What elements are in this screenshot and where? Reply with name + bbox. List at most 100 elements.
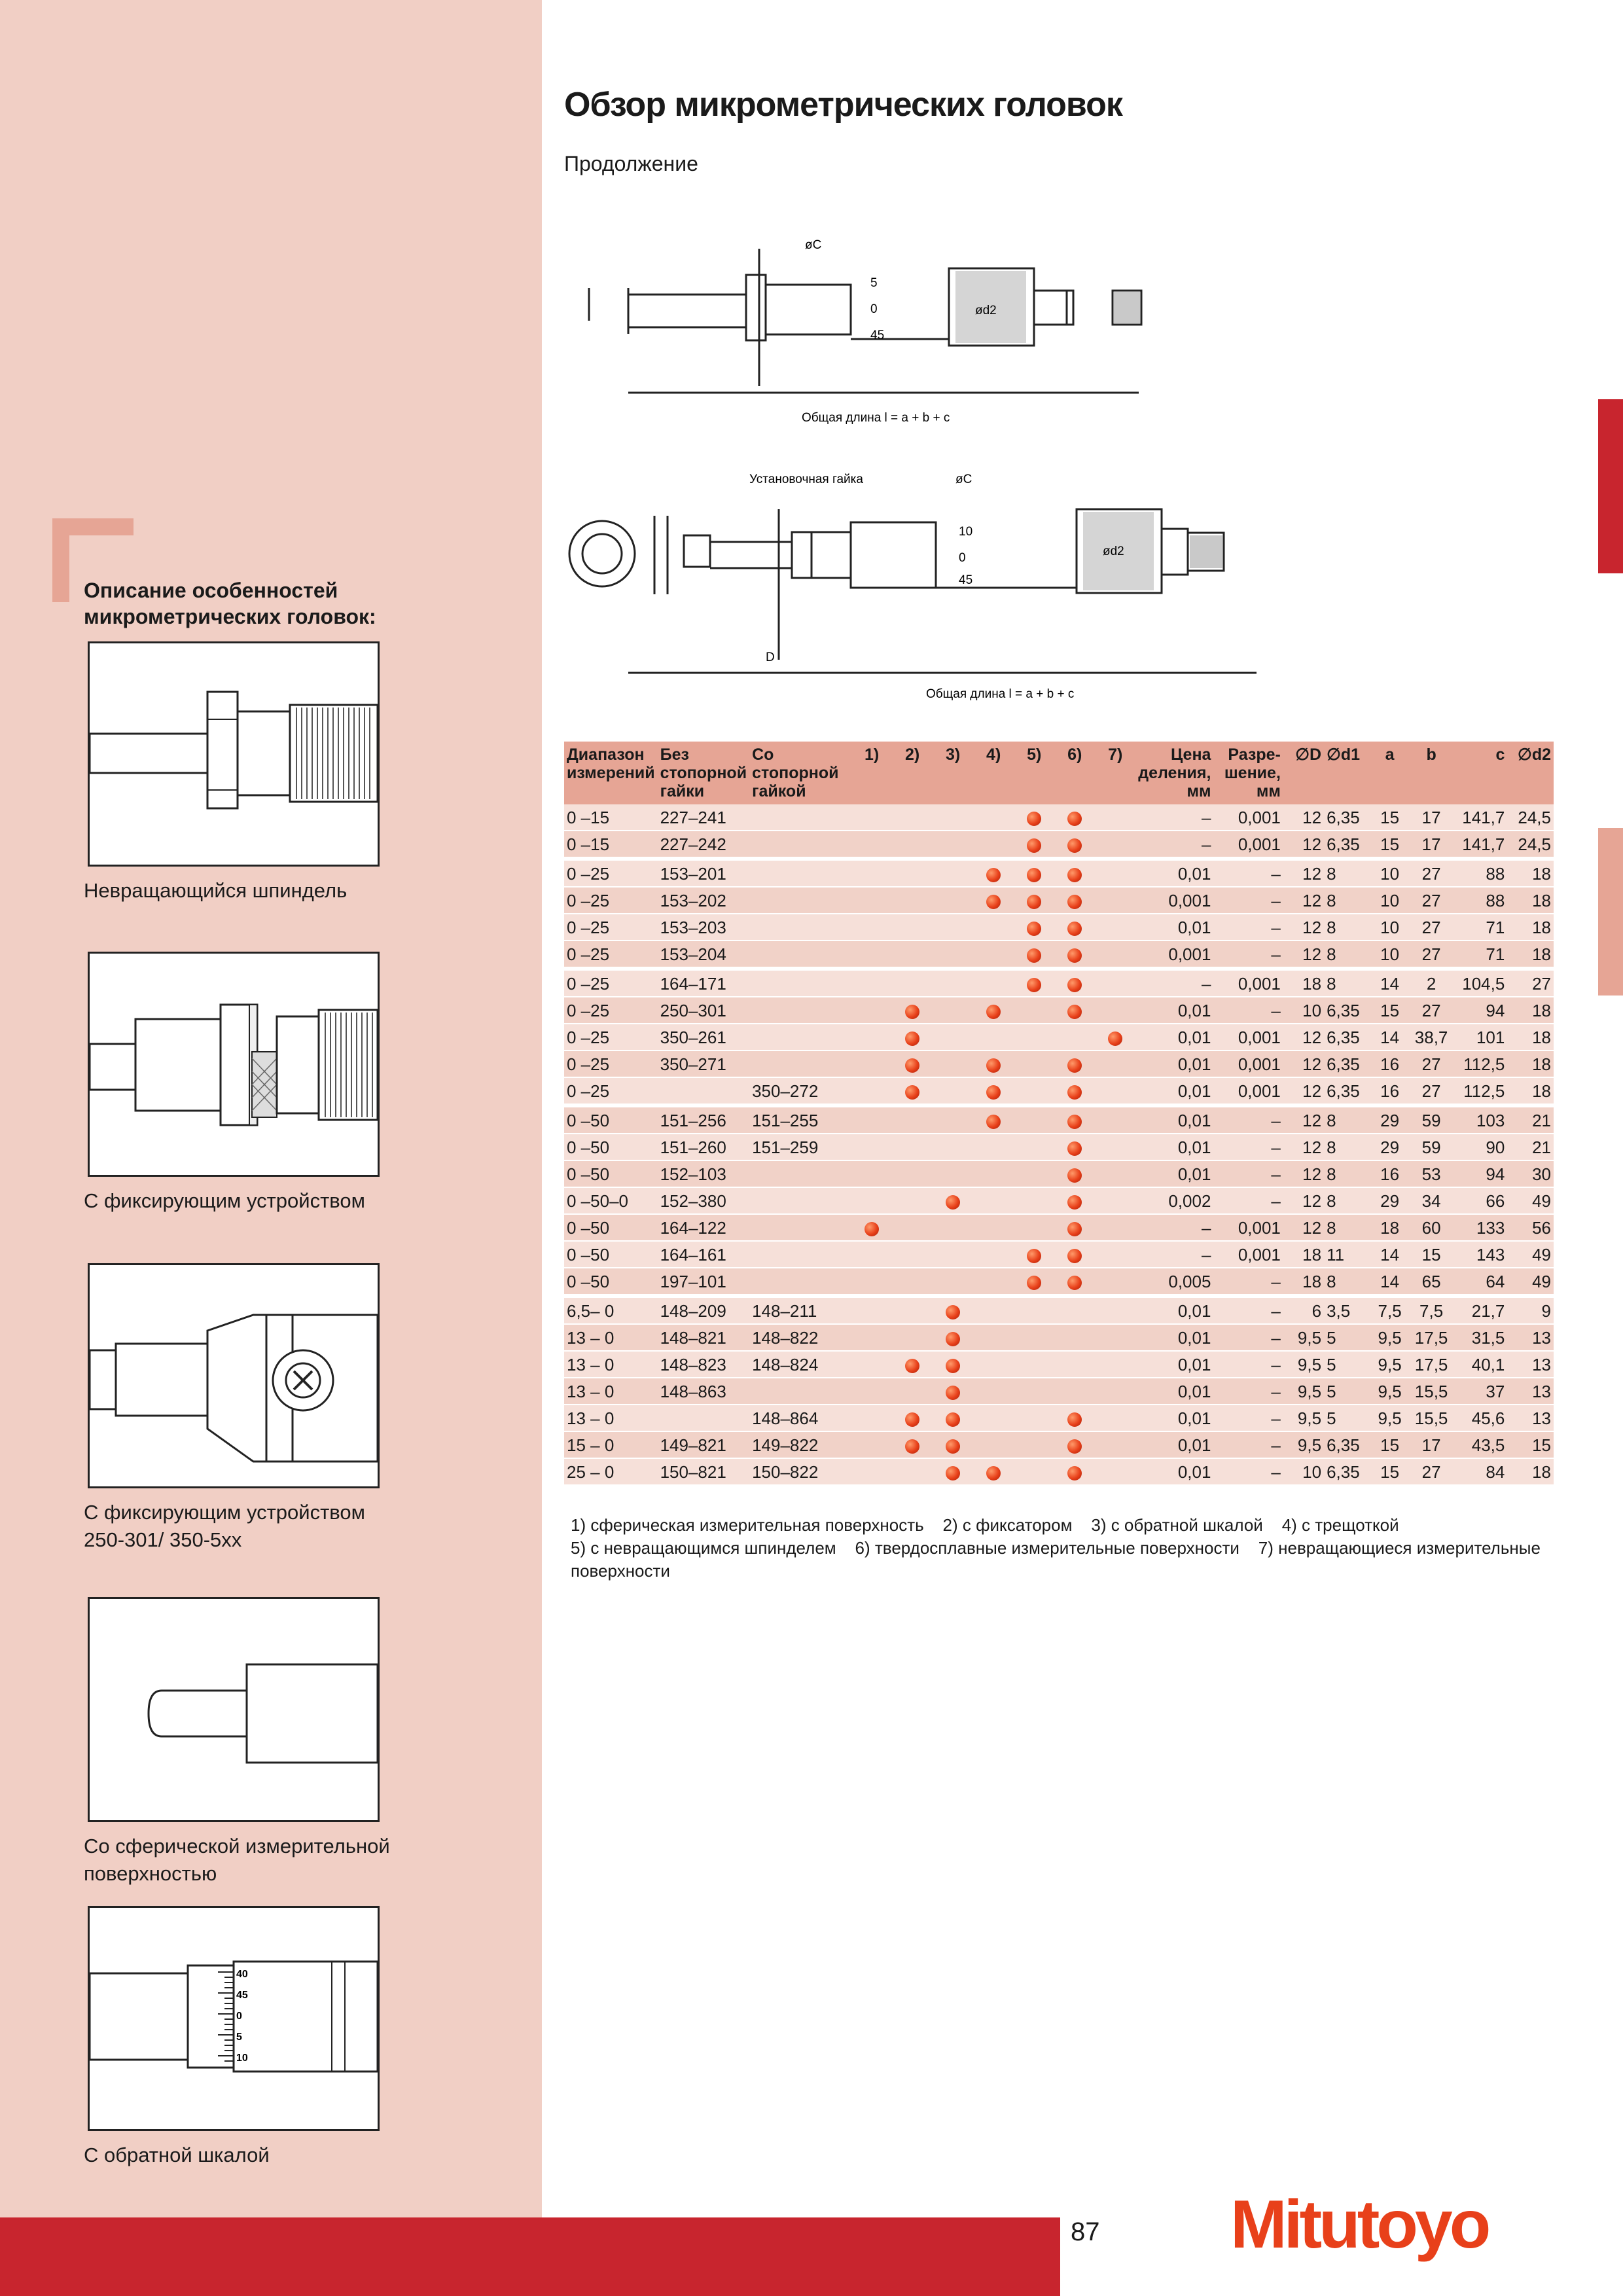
feature-dot-icon [1067, 1085, 1082, 1100]
cell-c: 112,5 [1454, 1077, 1508, 1106]
cell-feature-2 [892, 1378, 933, 1405]
cell-resolution: 0,001 [1213, 1241, 1283, 1268]
cell-feature-7 [1095, 1458, 1136, 1486]
cell-feature-4 [973, 914, 1014, 941]
feature-dot-icon [905, 1412, 920, 1427]
cell-range: 0 –25 [564, 914, 658, 941]
cell-feature-3 [933, 941, 974, 969]
cell-D: 9,5 [1283, 1324, 1325, 1352]
cell-feature-3 [933, 997, 974, 1024]
scale-label: 10 [959, 525, 972, 539]
cell-feature-7 [1095, 941, 1136, 969]
cell-feature-3 [933, 1160, 974, 1188]
cell-feature-7 [1095, 1378, 1136, 1405]
cell-feature-1 [851, 857, 893, 888]
cell-c: 133 [1454, 1214, 1508, 1242]
cell-graduation: 0,01 [1135, 1458, 1214, 1486]
cell-graduation: – [1135, 804, 1214, 831]
cell-feature-3 [933, 1187, 974, 1215]
cell-feature-5 [1014, 1103, 1055, 1134]
cell-feature-2 [892, 1134, 933, 1161]
cell-without-nut: 148–823 [657, 1351, 750, 1378]
cell-resolution: – [1213, 887, 1283, 914]
cell-d1: 5 [1324, 1324, 1372, 1352]
cell-range: 0 –50 [564, 1103, 658, 1134]
cell-d2: 27 [1507, 967, 1554, 997]
cell-b: 53 [1408, 1160, 1455, 1188]
cell-d2: 49 [1507, 1268, 1554, 1297]
cell-a: 15 [1371, 1431, 1408, 1459]
cell-b: 17 [1408, 804, 1455, 831]
cell-range: 0 –25 [564, 997, 658, 1024]
cell-feature-3 [933, 1024, 974, 1051]
cell-D: 12 [1283, 887, 1325, 914]
cell-range: 13 – 0 [564, 1378, 658, 1405]
cell-a: 29 [1371, 1187, 1408, 1215]
cell-feature-2 [892, 1351, 933, 1378]
cell-c: 88 [1454, 857, 1508, 888]
cell-graduation: 0,01 [1135, 1050, 1214, 1078]
feature-dot-icon [1067, 1466, 1082, 1481]
total-length-label: Общая длина l = a + b + c [926, 687, 1074, 701]
corner-mark-top [52, 518, 134, 535]
feature-dot-icon [1067, 812, 1082, 827]
cell-feature-3 [933, 1134, 974, 1161]
cell-c: 112,5 [1454, 1050, 1508, 1078]
cell-feature-1 [851, 1134, 893, 1161]
cell-with-nut: 151–255 [749, 1103, 852, 1134]
cell-range: 0 –25 [564, 1077, 658, 1106]
footnote-line: 5) с невращающимся шпинделем 6) твердосп… [571, 1538, 1541, 1558]
cell-feature-1 [851, 1458, 893, 1486]
col-a: a [1371, 742, 1408, 804]
cell-without-nut: 148–863 [657, 1378, 750, 1405]
cell-feature-3 [933, 1405, 974, 1432]
cell-without-nut: 350–261 [657, 1024, 750, 1051]
cell-with-nut [749, 1241, 852, 1268]
cell-feature-4 [973, 1214, 1014, 1242]
feature-dot-icon [946, 1439, 961, 1454]
caption-line: С фиксирующим устройством [84, 1501, 365, 1524]
cell-d1: 8 [1324, 1187, 1372, 1215]
cell-a: 29 [1371, 1103, 1408, 1134]
cell-feature-4 [973, 1050, 1014, 1078]
cell-feature-2 [892, 804, 933, 831]
cell-a: 7,5 [1371, 1294, 1408, 1325]
cell-without-nut: 149–821 [657, 1431, 750, 1459]
cell-feature-1 [851, 804, 893, 831]
cell-feature-4 [973, 1431, 1014, 1459]
cell-feature-3 [933, 804, 974, 831]
cell-with-nut [749, 1160, 852, 1188]
feature-dot-icon [986, 1115, 1001, 1130]
cell-with-nut [749, 941, 852, 969]
cell-d2: 13 [1507, 1324, 1554, 1352]
col-f7: 7) [1095, 742, 1136, 804]
cell-feature-2 [892, 997, 933, 1024]
cell-feature-7 [1095, 1134, 1136, 1161]
cell-feature-2 [892, 967, 933, 997]
cell-feature-2 [892, 857, 933, 888]
cell-c: 104,5 [1454, 967, 1508, 997]
feature-dot-icon [986, 1085, 1001, 1100]
cell-b: 65 [1408, 1268, 1455, 1297]
col-b: b [1408, 742, 1455, 804]
table-header-row: Диапазон измерений Без стопорной гайки С… [564, 742, 1554, 804]
cell-resolution: – [1213, 1351, 1283, 1378]
cell-d2: 18 [1507, 997, 1554, 1024]
cell-b: 34 [1408, 1187, 1455, 1215]
cell-b: 17,5 [1408, 1324, 1455, 1352]
feature-dot-icon [986, 895, 1001, 910]
cell-with-nut: 151–259 [749, 1134, 852, 1161]
cell-feature-7 [1095, 1268, 1136, 1297]
col-d2: ∅d2 [1507, 742, 1554, 804]
cell-without-nut: 152–103 [657, 1160, 750, 1188]
cell-d2: 18 [1507, 1024, 1554, 1051]
cell-feature-1 [851, 1103, 893, 1134]
cell-feature-3 [933, 1378, 974, 1405]
cell-feature-7 [1095, 1405, 1136, 1432]
cell-d2: 13 [1507, 1378, 1554, 1405]
cell-c: 31,5 [1454, 1324, 1508, 1352]
